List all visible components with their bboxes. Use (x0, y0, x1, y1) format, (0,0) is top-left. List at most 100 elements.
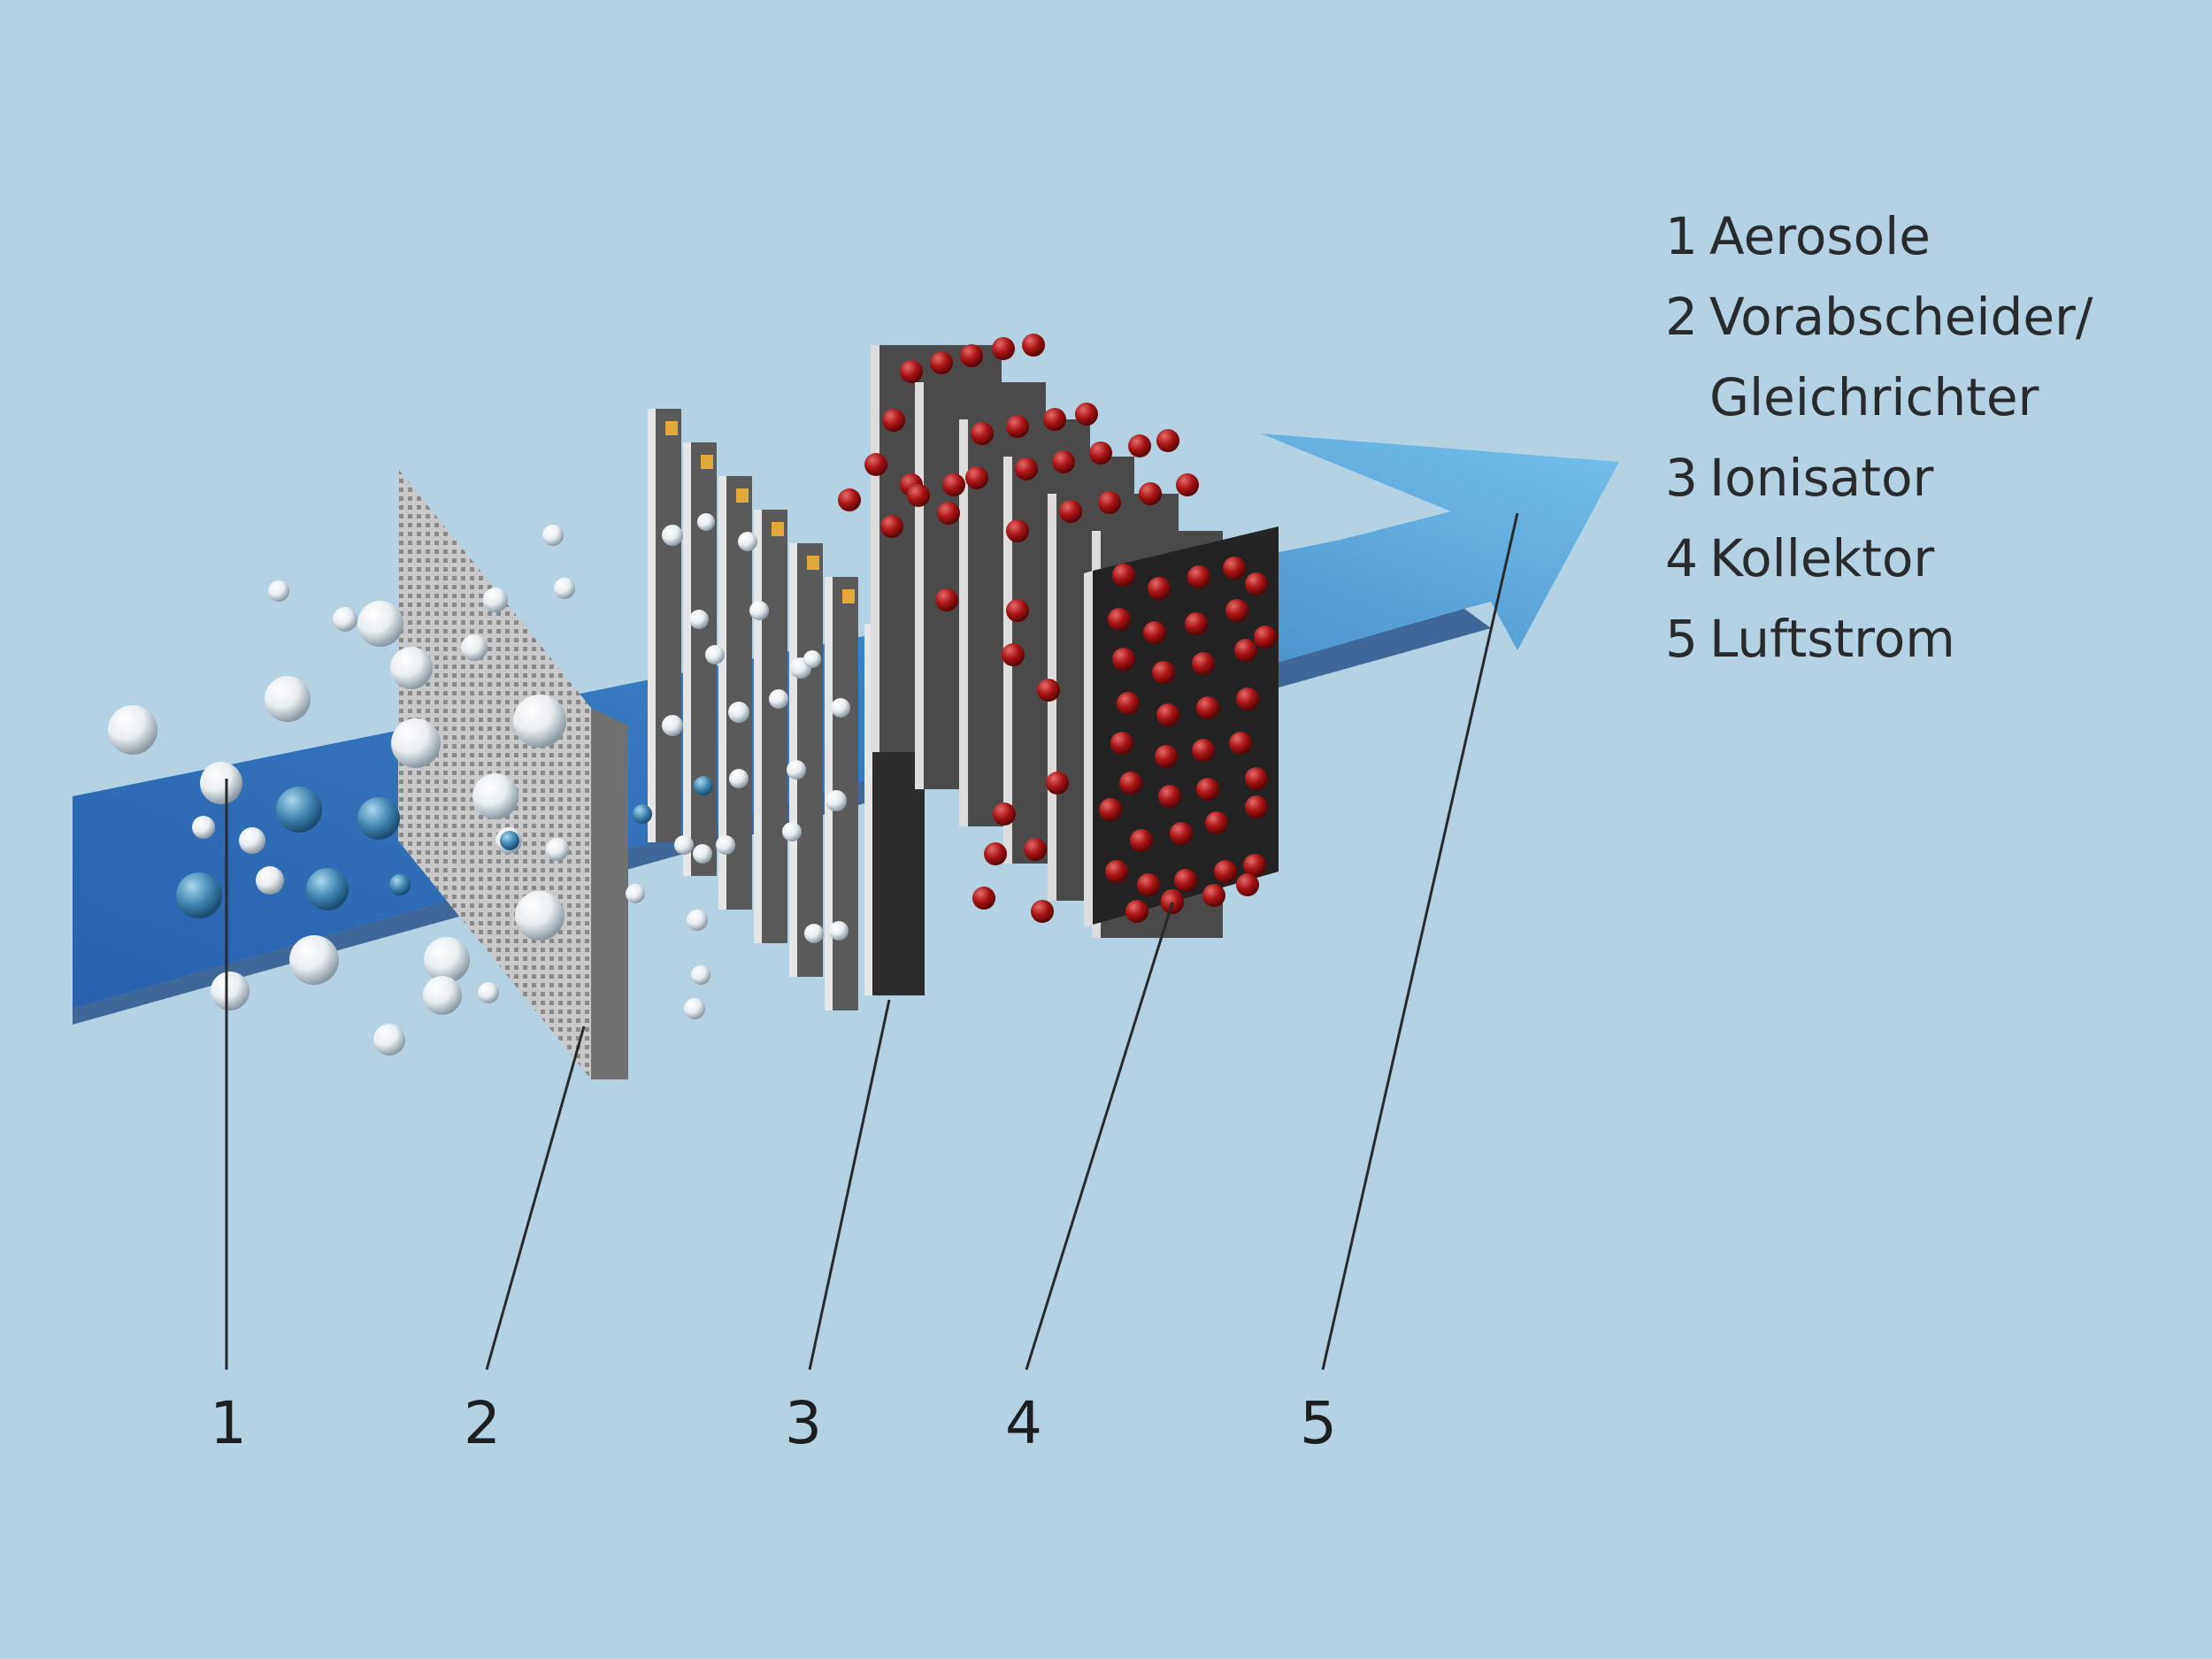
charged-particle (971, 422, 994, 445)
charged-particle (1143, 621, 1166, 644)
aerosol-particle (265, 676, 311, 722)
aerosol-particle (803, 650, 821, 668)
collector-plate-edge (959, 419, 968, 826)
charged-particle (992, 337, 1015, 360)
aerosol-particle (423, 976, 462, 1015)
charged-particle (1245, 572, 1268, 595)
legend-number: 2 (1665, 287, 1698, 347)
aerosol-particle (373, 1024, 405, 1056)
charged-particle (1225, 599, 1248, 622)
ionizer-tip (665, 421, 678, 435)
aerosol-particle (211, 972, 250, 1010)
charged-particle (1156, 703, 1179, 726)
aerosol-particle (693, 844, 712, 864)
legend-item-kollektor: 4 Kollektor (1665, 518, 2093, 599)
charged-particle (1236, 687, 1259, 710)
aerosol-particle (769, 689, 788, 709)
ionizer-plate-edge (648, 409, 656, 842)
charged-particle (882, 409, 905, 432)
aerosol-particle (390, 647, 433, 689)
charged-particle (1214, 860, 1237, 883)
charged-particle (838, 488, 861, 511)
charged-particle (1075, 403, 1098, 426)
aerosol-particle (192, 816, 215, 839)
aerosol-particle (826, 790, 847, 811)
aerosol-particle (691, 965, 710, 985)
charged-particle (900, 360, 923, 383)
collector-plate-edge (871, 345, 879, 752)
legend-label: Kollektor (1709, 528, 1935, 588)
charged-particle (1223, 557, 1246, 580)
callout-number-2: 2 (464, 1389, 501, 1457)
ionizer-plate-edge (789, 543, 797, 977)
charged-particle (942, 473, 965, 496)
charged-particle (1110, 732, 1133, 755)
aerosol-particle (662, 715, 683, 736)
legend-number: 3 (1665, 448, 1698, 508)
charged-particle (960, 344, 983, 367)
aerosol-particle (782, 822, 802, 841)
aerosol-particle (513, 695, 566, 748)
callout-number-5: 5 (1300, 1389, 1337, 1457)
aerosol-particle-blue (176, 872, 222, 918)
callout-line-2 (485, 1025, 586, 1371)
aerosol-particle (626, 884, 645, 903)
charged-particle (1236, 873, 1259, 896)
charged-particle (1192, 652, 1215, 675)
charged-particle (1254, 626, 1277, 649)
aerosol-particle (728, 702, 749, 723)
aerosol-particle (684, 998, 705, 1019)
legend-item-ionisator: 3 Ionisator (1665, 438, 2093, 518)
charged-particle (984, 842, 1007, 865)
charged-particle (1196, 696, 1219, 719)
aerosol-particle (542, 525, 564, 546)
charged-particle (1006, 519, 1029, 542)
charged-particle (1185, 612, 1208, 635)
charged-particle (1002, 643, 1025, 666)
charged-particle (1117, 692, 1140, 715)
aerosol-particle (256, 866, 284, 895)
charged-particle (1174, 869, 1197, 892)
aerosol-particle (554, 578, 575, 599)
ionizer-plate-edge (718, 476, 726, 910)
charged-particle (1108, 608, 1131, 631)
legend-label: Ionisator (1709, 448, 1934, 508)
aerosol-particle (472, 773, 518, 819)
legend-label: Vorabscheider/ (1709, 287, 2093, 347)
charged-particle (1155, 745, 1178, 768)
charged-particle (907, 484, 930, 507)
legend-item-luftstrom: 5 Luftstrom (1665, 599, 2093, 680)
charged-particle (1089, 442, 1112, 465)
aerosol-particle (787, 760, 806, 780)
charged-particle (1205, 811, 1228, 834)
ionizer-plate-edge (754, 510, 762, 943)
aerosol-particle (674, 835, 694, 855)
charged-particle (1006, 415, 1029, 438)
aerosol-particle (804, 924, 824, 943)
charged-particle (1243, 854, 1266, 877)
charged-particle (1128, 434, 1151, 457)
legend-number: 1 (1665, 206, 1698, 266)
charged-particle (1245, 795, 1268, 818)
charged-particle (1176, 473, 1199, 496)
aerosol-particle (424, 937, 470, 983)
charged-particle (1202, 884, 1225, 907)
charged-particle (1046, 772, 1069, 795)
ionizer-tip (772, 522, 784, 536)
callout-line-5 (1321, 512, 1519, 1371)
ionizer-plate-edge (683, 442, 691, 876)
ionizer-front-plate-edge (864, 624, 872, 995)
aerosol-particle-blue (357, 797, 400, 840)
aerosol-particle (738, 532, 757, 551)
aerosol-particle-blue (389, 874, 411, 895)
aerosol-particle-blue (500, 831, 519, 850)
ionizer-plate (655, 409, 681, 842)
charged-particle (1031, 900, 1054, 923)
charged-particle (1158, 785, 1181, 808)
aerosol-particle (108, 705, 157, 755)
charged-particle (1052, 450, 1075, 473)
charged-particle (1187, 565, 1210, 588)
aerosol-particle-blue (276, 787, 322, 833)
legend-label: Luftstrom (1709, 609, 1955, 669)
charged-particle (1059, 500, 1082, 523)
